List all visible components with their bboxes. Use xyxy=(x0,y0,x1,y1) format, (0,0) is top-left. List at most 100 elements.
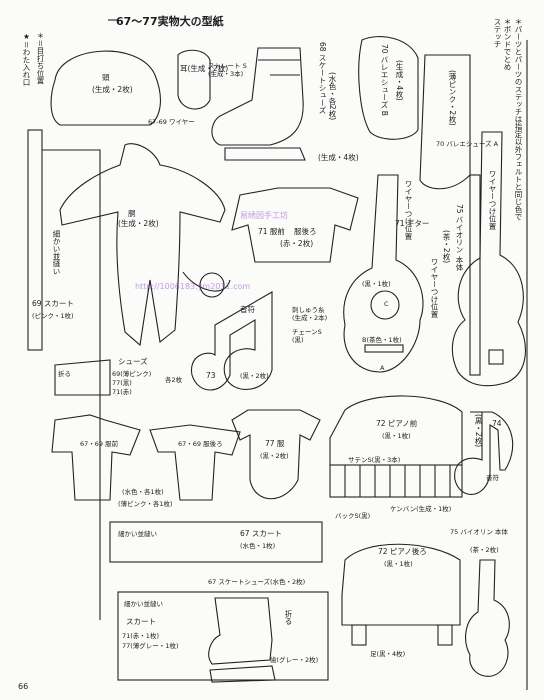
note-73-label: 音符 xyxy=(240,305,255,314)
stitch-thread2: (生成・2本) xyxy=(292,314,328,322)
body-piece xyxy=(59,143,226,347)
skirt-67: 67 スカート xyxy=(240,529,282,538)
skirt-71b: 77(薄グレー・1枚) xyxy=(122,642,179,650)
guitar-label: 71 ギター xyxy=(395,219,430,228)
shoes-71: 71(赤) xyxy=(112,388,132,396)
thin-stitch: 細かい並縫い xyxy=(52,230,61,275)
clothes-71-sub: 服後ろ xyxy=(294,227,317,236)
thin-stitch-67: 細かい並縫い xyxy=(118,530,157,538)
ear-stitch: ストレート S xyxy=(208,62,247,70)
note-73-col: (黒・2枚) xyxy=(240,372,269,380)
right-strip xyxy=(469,174,481,376)
col-6769b: (薄ピンク・各1枚) xyxy=(118,500,173,508)
clothes-71-col: (赤・2枚) xyxy=(280,239,314,248)
chain-label: チェーンS xyxy=(292,328,322,336)
fold-label-2: 折る xyxy=(284,610,293,625)
note-74 xyxy=(454,411,514,495)
piano-front: 72 ピアノ前 xyxy=(376,419,418,428)
head-piece xyxy=(50,50,161,126)
shoes-69 xyxy=(54,359,111,396)
page-title: 67〜77実物大の型紙 xyxy=(116,15,224,28)
back-6769: 67・69 服後ろ xyxy=(178,440,223,448)
blade-label: 歯(グレー・2枚) xyxy=(270,656,319,664)
shoes-77: 77(黒) xyxy=(112,379,132,387)
shoes-label: シューズ xyxy=(118,357,148,366)
back-6769 xyxy=(149,424,241,501)
ear-piece xyxy=(177,49,211,110)
skirt-71 xyxy=(117,591,329,681)
ballet-a-sub: (薄ピンク・2枚) xyxy=(448,70,457,126)
body-label: 胴 xyxy=(128,209,136,218)
shoes-69: 69(薄ピンク) xyxy=(112,370,152,378)
skirt-69: 69 スカート xyxy=(32,299,74,308)
col-6769: (水色・各1枚) xyxy=(122,488,164,496)
thin-stitch-71: 細かい並縫い xyxy=(124,600,163,608)
piano-back-sub: (黒・1枚) xyxy=(384,560,413,568)
front-6769: 67・69 服前 xyxy=(80,440,119,448)
front-6769 xyxy=(51,414,141,501)
head-label: 頭 xyxy=(102,73,110,82)
note-73-num: 73 xyxy=(206,371,216,380)
ear-stitch2: (生成・3本) xyxy=(208,70,244,78)
piano-back: 72 ピアノ後ろ xyxy=(378,547,427,556)
violin-76-col: (茶・2枚) xyxy=(470,546,499,554)
guitar-col: (黒・1枚) xyxy=(362,280,391,288)
side-note-right2: ＊ボンドでとめ xyxy=(503,18,512,71)
guitar-a: A xyxy=(380,364,385,372)
guitar-pos: ワイヤーつけ位置 xyxy=(404,180,413,240)
watermark-brand: 易绣园手工坊 xyxy=(240,211,288,220)
violin-wire: ワイヤーつけ位置 xyxy=(488,170,497,230)
skirt-71: スカート xyxy=(126,617,156,626)
skate-67 xyxy=(208,597,273,665)
violin-sub: (茶・2枚) xyxy=(442,230,451,264)
body-sub: (生成・2枚) xyxy=(118,219,159,228)
note-73 xyxy=(191,291,273,391)
violin-pos: ワイヤーつけ位置 xyxy=(430,258,439,318)
skirt-67 xyxy=(109,521,323,563)
ballet-a: 70 バレエシューズ A xyxy=(436,140,499,148)
skate-label: 68 スケートシューズ xyxy=(318,42,327,114)
keyboard xyxy=(329,464,463,498)
back-s: バックS(黒) xyxy=(335,512,371,520)
head-sub: (生成・2枚) xyxy=(92,85,133,94)
violin-small xyxy=(465,559,510,677)
clothes-71: 71 服前 xyxy=(258,227,285,236)
skate-blade: (生成・4枚) xyxy=(318,153,359,162)
skate-shoe-piece xyxy=(211,47,304,146)
ear-label: 耳(生成・2枚) xyxy=(180,64,229,73)
guitar-c: C xyxy=(384,300,389,308)
clothes-77-sub: (黒・2枚) xyxy=(260,452,289,460)
note-74-col: (黒・2枚) xyxy=(474,414,483,448)
watermark-url: http://1006183.ym2011.com xyxy=(135,282,251,291)
violin-label: 75 バイオリン 本体 xyxy=(455,204,464,271)
side-note-right3: ステッチ xyxy=(493,18,502,48)
skirt-67-sub: (水色・1枚) xyxy=(240,542,276,550)
side-note-left2: ★＝わた入れ口 xyxy=(22,32,31,86)
piano-front-sub: (黒・1枚) xyxy=(382,432,411,440)
ballet-b-sub: (生成・4枚) xyxy=(395,60,404,101)
fold-label: 折る xyxy=(58,370,71,378)
note-74-num: 74 xyxy=(492,419,502,428)
violin xyxy=(451,131,526,387)
skating-67: 67 スケートシューズ(水色・2枚) xyxy=(208,578,306,586)
clothes-77 xyxy=(231,409,321,500)
keyboard-label: ケンバン(生成・1枚) xyxy=(390,505,452,513)
side-note-right: ＊パーツとパーツのステッチは指定以外フェルトと同じ色で xyxy=(514,18,523,221)
page-number: 66 xyxy=(18,682,29,691)
ballet-shoe-b xyxy=(358,36,419,140)
ballet-shoe-a xyxy=(419,54,471,190)
chain-label2: (黒) xyxy=(292,336,304,344)
piano-back xyxy=(341,543,461,626)
skirt-69-strip xyxy=(27,129,43,351)
stitch-thread: 刺しゅう糸 xyxy=(292,306,325,314)
leg-label: 足(黒・4枚) xyxy=(370,650,406,658)
ballet-b: 70 バレエシューズ B xyxy=(380,44,389,116)
head-note: 67-69 ワイヤー xyxy=(148,118,195,126)
skirt-69-sub: (ピンク・1枚) xyxy=(32,312,74,320)
piano-front xyxy=(329,395,463,466)
guitar xyxy=(343,174,424,373)
satin-label: サテンS(黒・3本) xyxy=(348,456,401,464)
skirt-71a: 71(赤・1枚) xyxy=(122,632,159,640)
